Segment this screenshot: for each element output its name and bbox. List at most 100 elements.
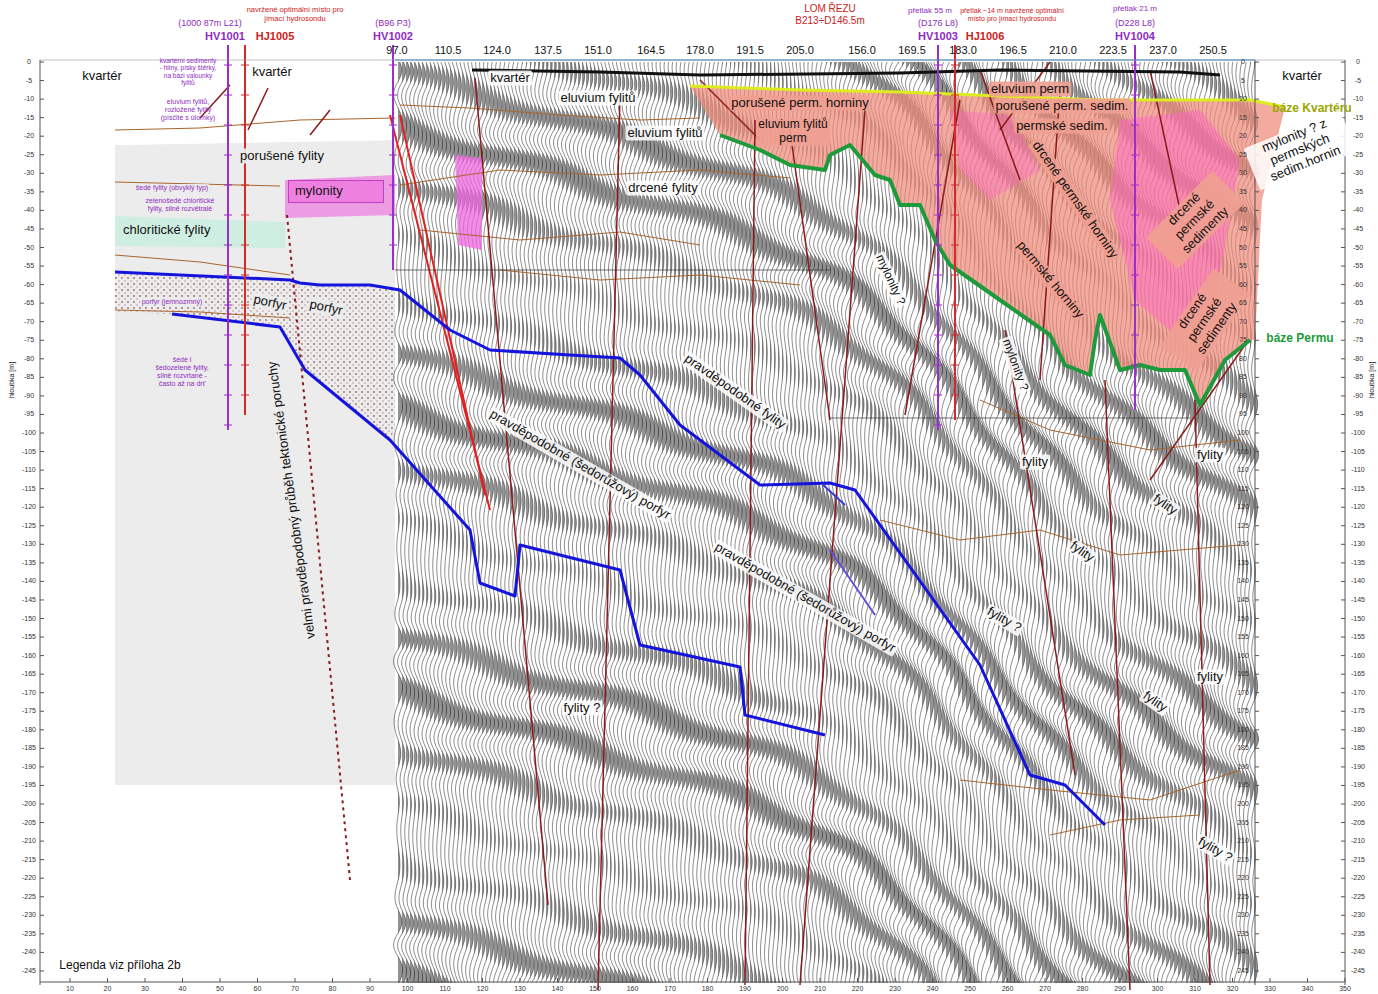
depth-tick: 115 — [1235, 485, 1250, 493]
depth-tick: -210 — [20, 837, 38, 845]
depth-tick-mark — [1341, 896, 1345, 897]
depth-tick: -210 — [1349, 837, 1367, 845]
distance-tick-mark — [1270, 978, 1271, 982]
depth-tick: -45 — [1351, 225, 1365, 233]
unit-label: eluvium fylitů — [558, 91, 637, 106]
trace-line — [725, 62, 734, 983]
borehole-tick — [241, 305, 249, 306]
mylonite-patch — [950, 110, 1040, 200]
borehole-line — [954, 45, 956, 420]
depth-tick-mark — [1255, 62, 1259, 63]
distance-tick-mark — [1120, 978, 1121, 982]
trace-line — [666, 62, 675, 983]
trace-line — [638, 62, 647, 983]
depth-tick-mark — [40, 544, 44, 545]
section-distance: 183.0 — [947, 44, 979, 57]
depth-tick: -40 — [22, 206, 36, 214]
borehole-tick — [241, 215, 249, 216]
chlorite-band — [115, 216, 285, 248]
unit-label: eluvium perm — [989, 82, 1071, 97]
section-distance: 205.0 — [784, 44, 816, 57]
depth-tick: -185 — [20, 744, 38, 752]
depth-tick: -115 — [20, 485, 38, 493]
depth-tick-mark — [1341, 191, 1345, 192]
section-distance: 110.5 — [433, 44, 464, 57]
layer-boundary — [115, 182, 280, 186]
depth-tick: -80 — [22, 355, 36, 363]
depth-tick-mark — [1341, 544, 1345, 545]
depth-tick: -225 — [20, 893, 38, 901]
section-distance: 250.5 — [1197, 44, 1229, 57]
trace-line — [789, 62, 798, 983]
depth-tick: -245 — [1349, 967, 1367, 975]
axis-title: hloubka [m] — [1368, 360, 1376, 400]
borehole-tick — [951, 305, 959, 306]
borehole-name: HJ1006 — [964, 30, 1007, 43]
porphyry-base — [172, 314, 825, 735]
trace-line — [422, 62, 431, 983]
borehole-id: (B96 P3) — [373, 18, 413, 28]
trace-line — [826, 62, 835, 983]
depth-tick: -15 — [22, 114, 36, 122]
borehole-line — [937, 45, 939, 430]
porphyry-segment — [830, 550, 875, 615]
borehole-note: přetlak ~14 m navržené optimální místo p… — [955, 7, 1069, 23]
depth-tick: 130 — [1235, 540, 1251, 548]
distance-tick-mark — [1195, 978, 1196, 982]
trace-fill — [430, 62, 435, 983]
trace-line — [785, 62, 794, 983]
depth-tick-mark — [40, 618, 44, 619]
trace-fill — [602, 62, 606, 983]
trace-line — [621, 62, 630, 983]
trace-line — [733, 62, 742, 983]
trace-line — [398, 62, 407, 983]
borehole-tick — [951, 185, 959, 186]
depth-tick-mark — [40, 933, 44, 934]
borehole-log-note: kvartérní sedimenty - hlíny, písky štěrk… — [156, 57, 220, 87]
depth-tick: -170 — [1349, 689, 1367, 697]
depth-tick-mark — [40, 507, 44, 508]
trace-line — [430, 62, 439, 983]
distance-tick: 10 — [64, 985, 76, 993]
trace-line — [838, 62, 847, 983]
fault-line — [790, 130, 830, 420]
depth-tick: 225 — [1235, 893, 1251, 901]
trace-line — [625, 62, 634, 983]
horizon-line — [960, 770, 1240, 800]
depth-tick: -70 — [22, 318, 36, 326]
depth-tick-mark — [1341, 451, 1345, 452]
horizon-line — [880, 520, 1240, 555]
depth-tick: 40 — [1237, 206, 1249, 214]
trace-line — [674, 62, 683, 983]
borehole-tick — [241, 65, 249, 66]
borehole-tick — [934, 425, 942, 426]
distance-tick-mark — [1007, 978, 1008, 982]
depth-tick-mark — [1341, 878, 1345, 879]
distance-tick-mark — [1082, 978, 1083, 982]
borehole-tick — [1131, 95, 1139, 96]
trace-line — [617, 62, 626, 983]
depth-tick: -205 — [1349, 819, 1367, 827]
borehole-tick — [224, 275, 232, 276]
distance-tick: 100 — [400, 985, 416, 993]
distance-tick-mark — [220, 978, 221, 982]
depth-tick: 175 — [1235, 707, 1251, 715]
depth-tick: 75 — [1237, 336, 1249, 344]
borehole-tick — [1131, 335, 1139, 336]
depth-tick-mark — [1341, 228, 1345, 229]
depth-tick: 90 — [1237, 392, 1249, 400]
depth-tick: -225 — [1349, 893, 1367, 901]
borehole-tick — [934, 245, 942, 246]
depth-tick: -10 — [22, 95, 36, 103]
depth-tick-mark — [40, 191, 44, 192]
trace-line — [502, 62, 511, 983]
borehole-name: HV1003 — [916, 30, 960, 43]
depth-tick-mark — [1255, 488, 1259, 489]
depth-tick: -35 — [22, 188, 36, 196]
depth-tick: -200 — [1349, 800, 1367, 808]
depth-tick-mark — [40, 822, 44, 823]
mylonite-patch — [1110, 110, 1240, 340]
distance-tick: 200 — [775, 985, 791, 993]
depth-tick-mark — [1255, 340, 1259, 341]
depth-tick-mark — [1341, 822, 1345, 823]
